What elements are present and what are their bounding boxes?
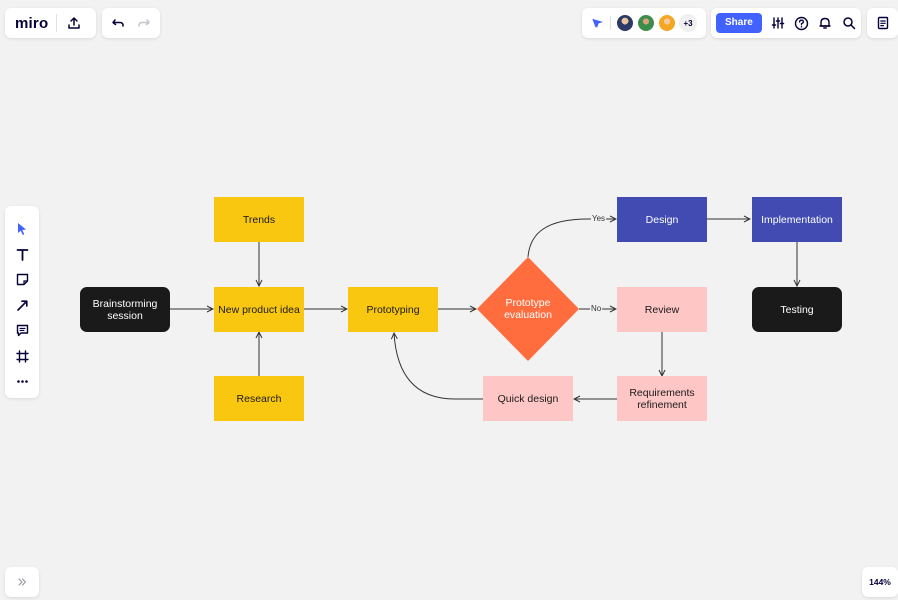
zoom-panel[interactable]: 144% [862, 567, 898, 597]
text-icon [16, 248, 28, 261]
arrow-evaluation-to-design [527, 219, 616, 258]
help-button[interactable] [790, 10, 814, 36]
notes-icon [877, 16, 888, 30]
arrow-quick-design-to-prototyping [394, 333, 483, 400]
yes-label: Yes [591, 214, 607, 223]
node-requirements-refinement[interactable]: Requirements refinement [617, 376, 707, 421]
comment-icon [16, 325, 28, 337]
share-button[interactable]: Share [716, 13, 762, 33]
avatar[interactable] [616, 14, 634, 32]
notes-button[interactable] [870, 10, 896, 36]
frame-icon [15, 350, 29, 363]
undo-icon [112, 19, 124, 27]
redo-icon [138, 19, 150, 27]
comment-tool[interactable] [9, 318, 35, 344]
upload-icon [68, 17, 81, 29]
collaborators-panel: +3 [582, 8, 706, 38]
node-prototype-evaluation-label: Prototype evaluation [504, 297, 552, 321]
node-prototyping[interactable]: Prototyping [348, 287, 438, 332]
frame-tool[interactable] [9, 344, 35, 370]
diamond-shape [477, 257, 579, 361]
divider [610, 16, 611, 30]
cursor-icon [592, 18, 603, 28]
expand-panel-button[interactable] [5, 567, 39, 597]
zoom-level[interactable]: 144% [869, 577, 891, 587]
notifications-button[interactable] [813, 10, 837, 36]
top-left-panel: miro [5, 8, 96, 38]
follow-cursor-button[interactable] [588, 10, 608, 36]
avatar[interactable] [637, 14, 655, 32]
avatar[interactable] [658, 14, 676, 32]
node-research[interactable]: Research [214, 376, 304, 421]
connector-tool[interactable] [9, 293, 35, 319]
more-icon [16, 380, 28, 384]
no-label: No [590, 304, 603, 313]
sticky-note-tool[interactable] [9, 267, 35, 293]
divider [56, 14, 58, 32]
upload-button[interactable] [61, 10, 87, 36]
text-tool[interactable] [9, 242, 35, 268]
node-implementation[interactable]: Implementation [752, 197, 842, 242]
redo-button[interactable] [131, 10, 157, 36]
node-trends[interactable]: Trends [214, 197, 304, 242]
pointer-icon [18, 222, 26, 235]
node-testing[interactable]: Testing [752, 287, 842, 332]
settings-button[interactable] [766, 10, 790, 36]
node-new-product-idea[interactable]: New product idea [214, 287, 304, 332]
notes-panel [867, 8, 898, 38]
node-prototype-evaluation[interactable]: Prototype evaluation [477, 257, 579, 361]
node-design[interactable]: Design [617, 197, 707, 242]
help-icon [794, 16, 809, 30]
select-tool[interactable] [9, 216, 35, 242]
arrow-line-icon [16, 300, 28, 311]
more-collaborators-badge[interactable]: +3 [679, 14, 697, 32]
node-review[interactable]: Review [617, 287, 707, 332]
sticky-note-icon [16, 274, 28, 286]
share-panel: Share [711, 8, 861, 38]
miro-logo[interactable]: miro [15, 14, 49, 32]
bell-icon [819, 17, 831, 29]
chevrons-right-icon [18, 578, 27, 586]
search-button[interactable] [837, 10, 861, 36]
sliders-icon [771, 17, 784, 29]
search-icon [843, 17, 856, 30]
more-tools-button[interactable] [9, 369, 35, 395]
node-brainstorming-session[interactable]: Brainstorming session [80, 287, 170, 332]
left-toolbar [5, 206, 39, 398]
node-quick-design[interactable]: Quick design [483, 376, 573, 421]
undo-button[interactable] [105, 10, 131, 36]
undo-redo-panel [102, 8, 160, 38]
